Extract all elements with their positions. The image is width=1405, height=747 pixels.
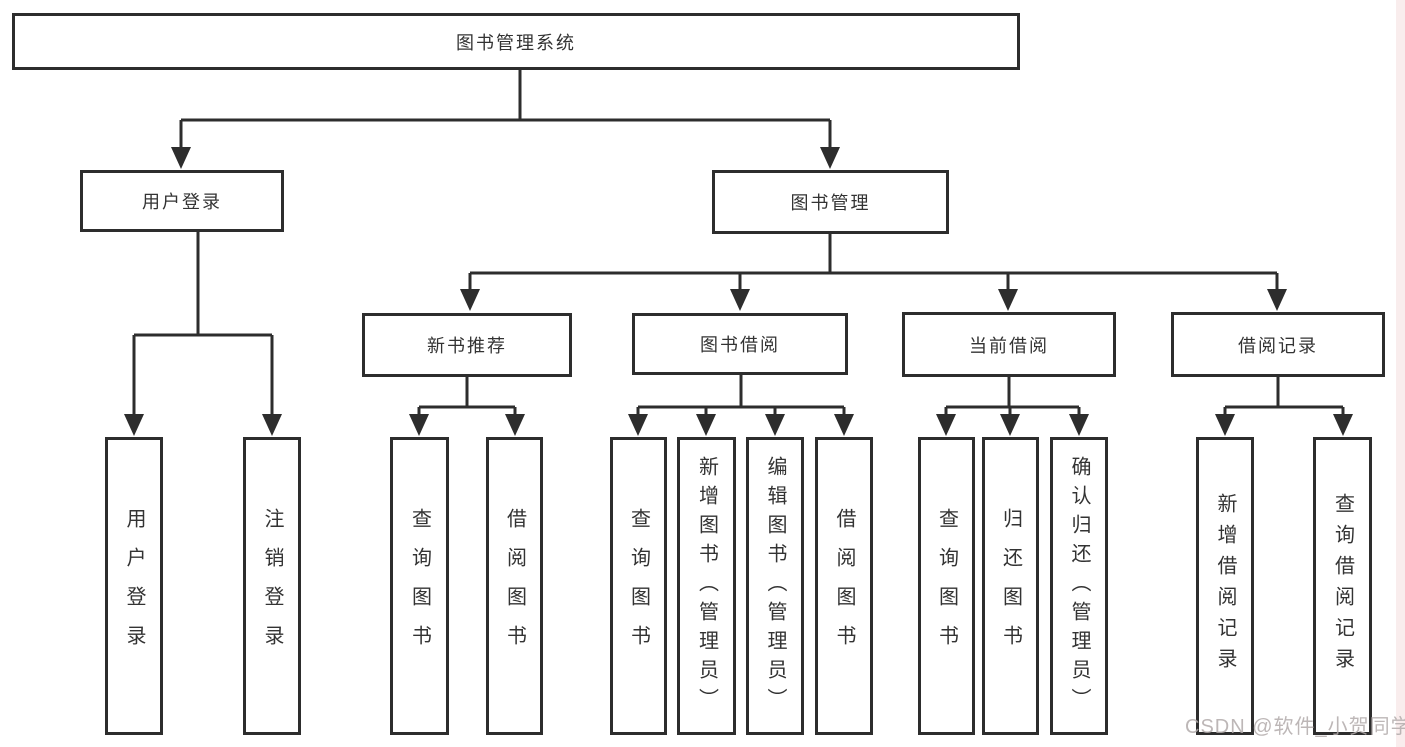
- leaf-label: 编辑图书（管理员）: [764, 455, 786, 717]
- leaf-label: 归还图书: [999, 508, 1022, 664]
- arrow-down-icon: [1267, 289, 1287, 311]
- leaf-query-books-recommend: 查询图书: [390, 437, 449, 735]
- arrow-down-icon: [628, 414, 648, 436]
- leaf-label: 查询图书: [408, 508, 431, 664]
- leaf-confirm-return-admin: 确认归还（管理员）: [1050, 437, 1108, 735]
- node-label: 图书管理: [790, 193, 871, 213]
- leaf-label: 新增借阅记录: [1214, 493, 1236, 679]
- node-root-library-system: 图书管理系统: [12, 13, 1020, 70]
- leaf-borrow-books: 借阅图书: [815, 437, 873, 735]
- arrow-down-icon: [1333, 414, 1353, 436]
- csdn-watermark: CSDN @软件_小贺同学: [1185, 716, 1405, 738]
- arrow-down-icon: [696, 414, 716, 436]
- leaf-add-borrow-record: 新增借阅记录: [1196, 437, 1254, 735]
- arrow-down-icon: [124, 414, 144, 436]
- leaf-query-borrow-record: 查询借阅记录: [1313, 437, 1372, 735]
- leaf-user-login: 用户登录: [105, 437, 163, 735]
- arrow-down-icon: [834, 414, 854, 436]
- leaf-add-books-admin: 新增图书（管理员）: [677, 437, 736, 735]
- leaf-logout: 注销登录: [243, 437, 301, 735]
- leaf-label: 用户登录: [123, 508, 145, 664]
- arrow-down-icon: [1069, 414, 1089, 436]
- arrow-down-icon: [1215, 414, 1235, 436]
- arrow-down-icon: [505, 414, 525, 436]
- node-borrow-records: 借阅记录: [1171, 312, 1385, 377]
- leaf-label: 借阅图书: [833, 508, 855, 664]
- node-book-borrow: 图书借阅: [632, 313, 848, 375]
- leaf-label: 新增图书（管理员）: [695, 455, 718, 717]
- arrow-down-icon: [998, 289, 1018, 311]
- node-new-book-recommend: 新书推荐: [362, 313, 572, 377]
- node-label: 图书管理系统: [456, 32, 576, 53]
- leaf-label: 查询借阅记录: [1331, 493, 1354, 679]
- arrow-down-icon: [409, 414, 429, 436]
- leaf-label: 查询图书: [935, 508, 958, 664]
- leaf-edit-books-admin: 编辑图书（管理员）: [746, 437, 804, 735]
- leaf-label: 借阅图书: [503, 508, 526, 664]
- leaf-query-books-current: 查询图书: [918, 437, 975, 735]
- node-label: 图书借阅: [700, 335, 780, 355]
- leaf-return-books: 归还图书: [982, 437, 1039, 735]
- leaf-query-books-borrow: 查询图书: [610, 437, 667, 735]
- arrow-down-icon: [171, 147, 191, 169]
- arrow-down-icon: [262, 414, 282, 436]
- tree-edges: [132, 70, 1345, 416]
- leaf-label: 确认归还（管理员）: [1068, 455, 1090, 717]
- node-label: 用户登录: [142, 192, 222, 212]
- node-user-login-branch: 用户登录: [80, 170, 284, 232]
- node-current-borrow: 当前借阅: [902, 312, 1116, 377]
- node-book-management: 图书管理: [712, 170, 949, 234]
- leaf-label: 查询图书: [627, 508, 650, 664]
- arrow-down-icon: [936, 414, 956, 436]
- node-label: 新书推荐: [427, 336, 507, 356]
- arrowheads: [124, 147, 1353, 436]
- arrow-down-icon: [730, 289, 750, 311]
- leaf-label: 注销登录: [261, 508, 283, 664]
- arrow-down-icon: [460, 289, 480, 311]
- arrow-down-icon: [1000, 414, 1020, 436]
- node-label: 借阅记录: [1238, 335, 1318, 356]
- arrow-down-icon: [820, 147, 840, 169]
- node-label: 当前借阅: [969, 335, 1049, 356]
- leaf-borrow-books-recommend: 借阅图书: [486, 437, 543, 735]
- arrow-down-icon: [765, 414, 785, 436]
- right-edge-strip: [1396, 0, 1405, 747]
